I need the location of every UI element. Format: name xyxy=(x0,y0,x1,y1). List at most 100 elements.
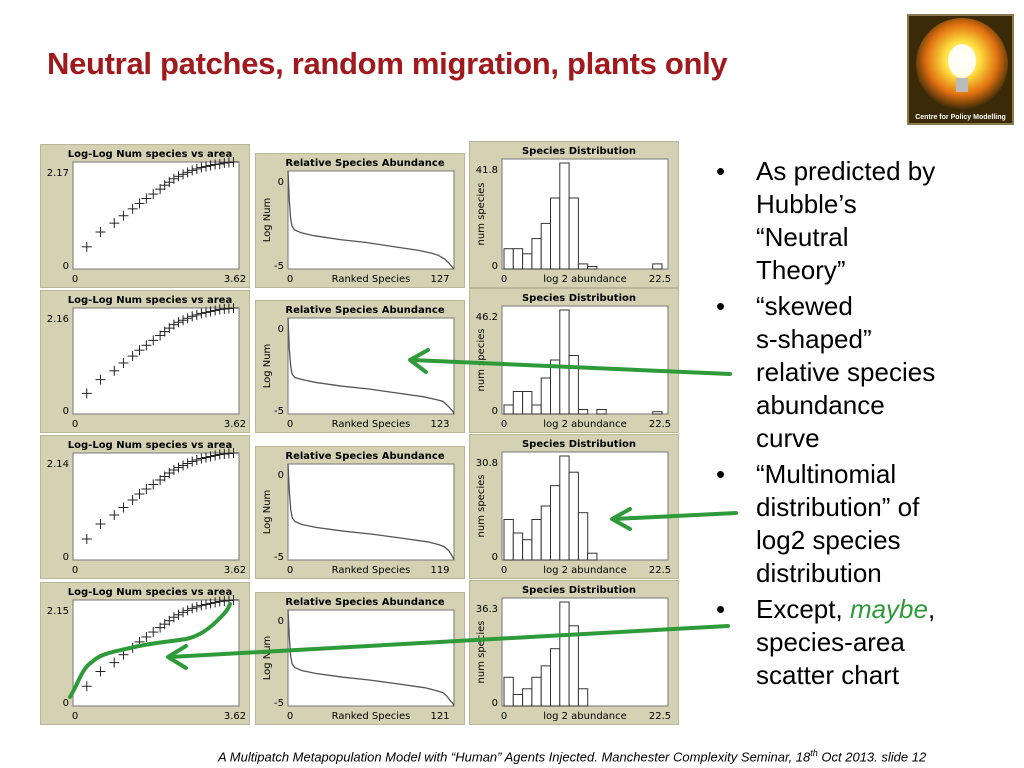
y-max-label: 0 xyxy=(278,324,284,335)
scatter-point xyxy=(148,189,159,200)
histogram-bar xyxy=(522,391,533,415)
y-max-label: 0 xyxy=(278,177,284,188)
bullet-text: As predicted by Hubble’s “Neutral Theory… xyxy=(756,156,936,285)
bullet-dot-icon: • xyxy=(716,291,726,321)
histogram-bar xyxy=(559,309,570,415)
histogram-bar xyxy=(550,485,561,561)
x-min-label: 0 xyxy=(501,419,507,430)
y-min-label: 0 xyxy=(492,698,498,709)
plot-area xyxy=(287,609,455,707)
logo-text: Centre for Policy Modelling xyxy=(915,114,1006,121)
y-axis-label: num species xyxy=(476,475,487,538)
y-min-label: -5 xyxy=(274,552,284,563)
histogram-bar xyxy=(540,377,551,415)
x-max-label: 22.5 xyxy=(649,419,671,430)
histogram-bar xyxy=(652,263,663,270)
y-min-label: 0 xyxy=(63,406,69,417)
chart-title: Relative Species Abundance xyxy=(285,158,444,169)
scatter-point xyxy=(196,308,207,319)
scatter-point xyxy=(109,510,120,520)
histogram-bar xyxy=(587,552,598,561)
y-max-label: 0 xyxy=(278,616,284,627)
x-axis-label: log 2 abundance xyxy=(543,711,627,722)
bullet-1: • As predicted by Hubble’s “Neutral Theor… xyxy=(712,155,1012,287)
histogram-bar xyxy=(522,253,533,270)
x-min-label: 0 xyxy=(501,274,507,285)
histogram-bar xyxy=(550,197,561,270)
histogram-bar xyxy=(531,238,542,270)
bullet-text-pre: Except, xyxy=(756,594,850,624)
histogram-bar xyxy=(568,197,579,270)
histogram-bar xyxy=(512,694,524,707)
histogram-bar xyxy=(531,519,542,561)
scatter-point xyxy=(214,158,225,169)
plot-area xyxy=(72,599,240,707)
chart-title: Relative Species Abundance xyxy=(285,597,444,608)
plot-area xyxy=(72,161,240,270)
y-max-label: 0 xyxy=(278,470,284,481)
scatter-point xyxy=(118,210,129,221)
scatter-point xyxy=(182,458,193,469)
histogram-bar xyxy=(652,411,663,415)
scatter-point xyxy=(173,317,184,328)
scatter-point xyxy=(141,193,152,204)
x-max-label: 127 xyxy=(430,274,449,285)
y-axis-label: num species xyxy=(476,183,487,246)
scatter-point xyxy=(187,311,198,322)
x-min-label: 0 xyxy=(287,711,293,722)
scatter-point xyxy=(196,453,207,464)
histogram-bar xyxy=(531,676,542,707)
histogram-bar xyxy=(568,355,579,415)
scatter-point xyxy=(210,450,221,461)
scatter-point xyxy=(228,595,239,605)
y-axis-label: Log Num xyxy=(262,636,273,681)
bullet-4: •Except, maybe, species-area scatter cha… xyxy=(712,593,1012,692)
x-axis-label: log 2 abundance xyxy=(543,565,627,576)
chart-title: Log-Log Num species vs area xyxy=(68,440,232,451)
plot-area xyxy=(72,452,240,561)
y-max-label: 36.3 xyxy=(476,604,498,615)
scatter-point xyxy=(109,365,120,376)
scatter-point xyxy=(178,169,189,180)
plot-area xyxy=(287,170,455,270)
scatter-point xyxy=(205,160,216,171)
scatter-point xyxy=(200,161,211,172)
scatter-point xyxy=(187,165,198,176)
bullet-text: “skewed s-shaped” relative species abund… xyxy=(756,291,936,453)
histogram-bar xyxy=(512,391,524,415)
x-max-label: 22.5 xyxy=(649,274,671,285)
scatter-point xyxy=(141,340,152,351)
histogram-bar xyxy=(559,455,570,561)
y-min-label: 0 xyxy=(492,261,498,272)
histogram-bar xyxy=(550,359,561,415)
x-max-label: 3.62 xyxy=(224,419,246,430)
histogram-bar xyxy=(540,505,551,561)
scatter-point xyxy=(173,171,184,182)
plot-area xyxy=(72,307,240,415)
bullet-list: • As predicted by Hubble’s “Neutral Theor… xyxy=(712,155,1012,695)
scatter-point xyxy=(95,519,106,529)
cpm-logo: Centre for Policy Modelling xyxy=(907,14,1014,125)
bullet-text: “Multinomial distribution” of log2 speci… xyxy=(756,459,920,588)
chart-title: Relative Species Abundance xyxy=(285,305,444,316)
bullet-dot-icon: • xyxy=(716,156,726,186)
y-axis-label: Log Num xyxy=(262,344,273,389)
scatter-point xyxy=(191,309,202,320)
y-max-label: 30.8 xyxy=(476,458,498,469)
histogram-bar xyxy=(540,222,551,270)
x-axis-label: Ranked Species xyxy=(332,565,411,576)
bullet-dot-icon: • xyxy=(716,459,726,489)
plot-area xyxy=(501,158,669,270)
y-max-label: 41.8 xyxy=(476,165,498,176)
histogram-bar xyxy=(512,532,524,561)
x-max-label: 119 xyxy=(430,565,449,576)
